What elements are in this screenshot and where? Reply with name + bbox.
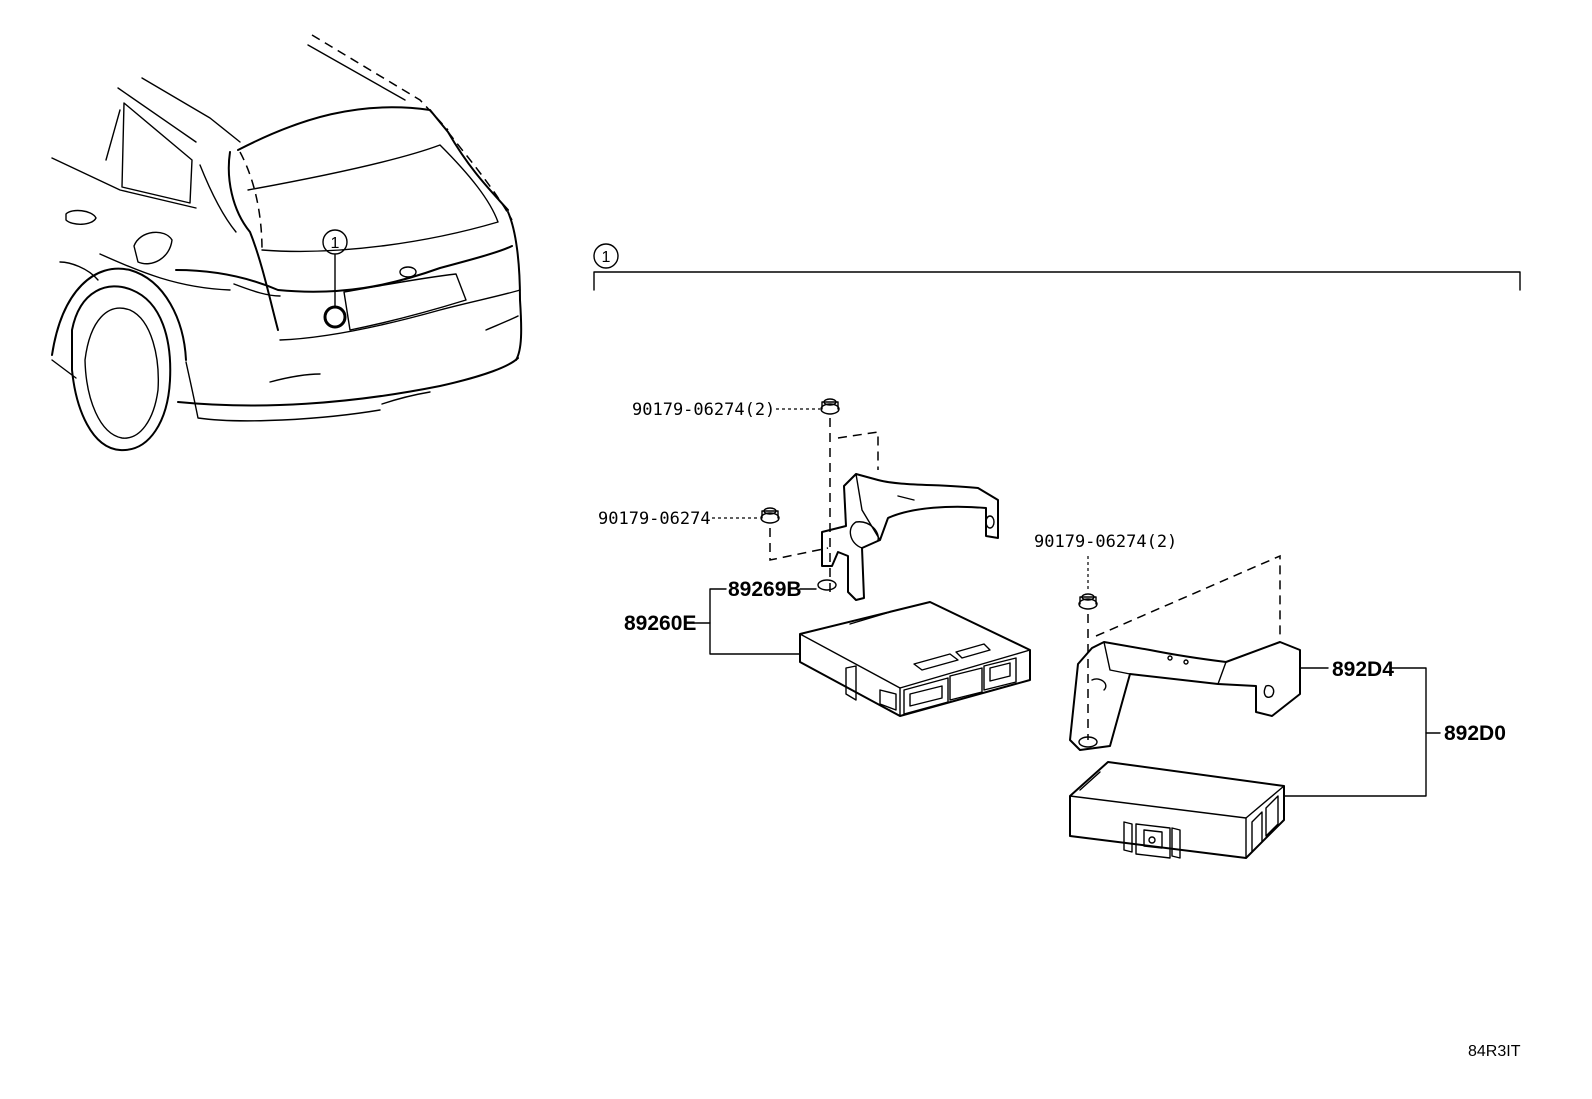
part-label-bolt-top: 90179-06274(2) [632, 400, 775, 420]
left-ecu-assembly: 90179-06274(2) 90179-06274 89269B 89260E [598, 398, 1031, 717]
illustration-code: 84R3IT [1468, 1043, 1521, 1060]
bolt-left-icon [760, 507, 780, 524]
vehicle-rear-illustration: 1 [51, 34, 523, 452]
part-label-bolt-right: 90179-06274(2) [1034, 532, 1177, 552]
location-callout: 1 [331, 235, 340, 252]
bolt-right-icon [1078, 593, 1098, 610]
group-callout: 1 [602, 249, 611, 266]
bracket-left-part [817, 473, 999, 601]
part-label-ecu-right: 892D0 [1444, 722, 1506, 745]
group-bracket: 1 [593, 243, 1521, 291]
bolt-top-icon [820, 398, 840, 415]
part-label-ecu-left: 89260E [624, 612, 696, 635]
bracket-right-part [1069, 641, 1301, 751]
part-label-bracket-right: 892D4 [1332, 658, 1394, 681]
right-ecu-assembly: 90179-06274(2) 892D4 892D0 [1034, 532, 1506, 859]
part-label-bracket-left: 89269B [728, 578, 802, 601]
ecu-right-part [1069, 761, 1285, 859]
part-label-bolt-left: 90179-06274 [598, 509, 711, 529]
ecu-left-part [799, 601, 1031, 717]
